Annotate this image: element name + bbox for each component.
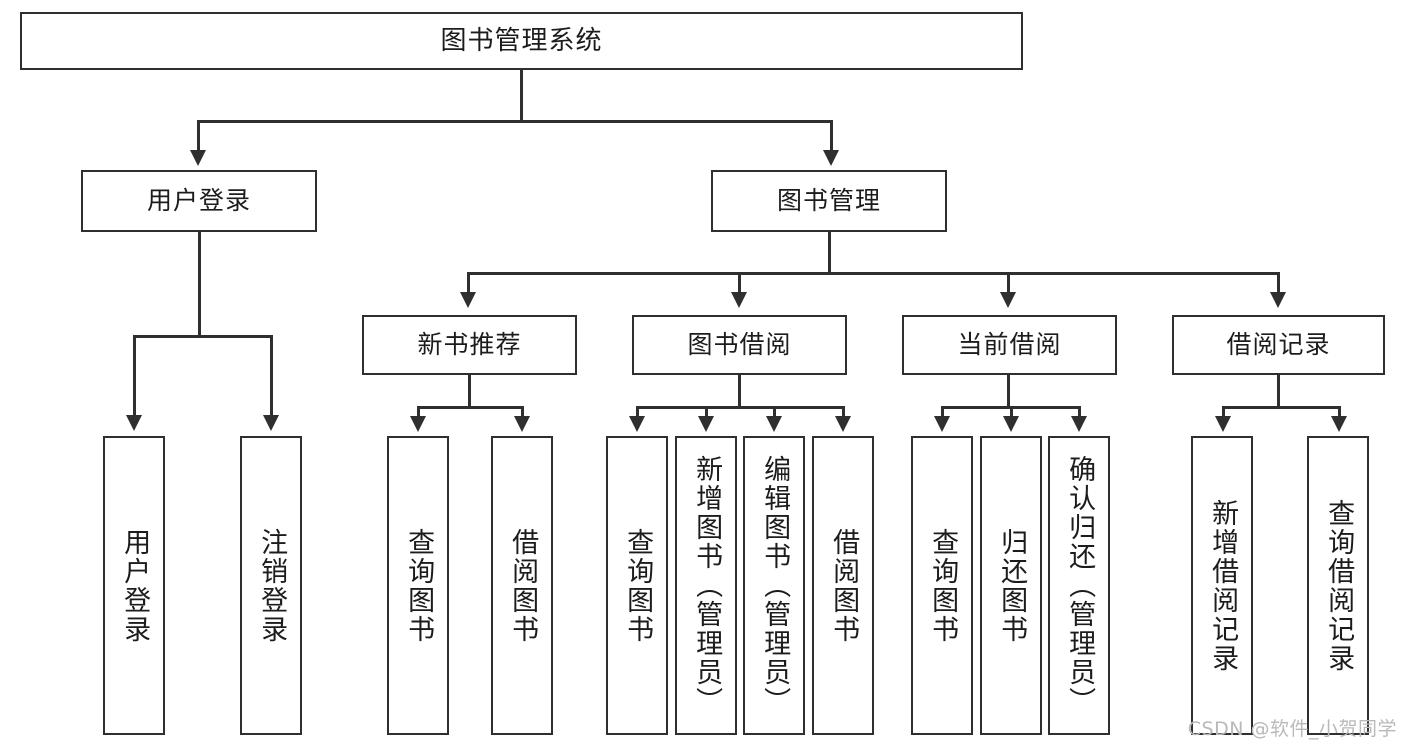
arrowhead-leaf-query-book-1 — [410, 416, 426, 432]
node-leaf-query-record[interactable]: 查询借阅记录 — [1307, 436, 1369, 735]
node-label: 新增借阅记录 — [1207, 498, 1239, 673]
arrowhead-borrow-record — [1270, 292, 1286, 308]
node-book-management-system[interactable]: 图书管理系统 — [20, 12, 1023, 70]
arrowhead-leaf-logout-login — [263, 415, 279, 431]
connector-root-stem — [520, 70, 523, 122]
node-leaf-user-login[interactable]: 用户登录 — [103, 436, 165, 735]
connector-borrow-record-stem — [1277, 375, 1280, 408]
node-label: 注销登录 — [256, 527, 288, 644]
connector-root-to-book-manage — [830, 120, 833, 152]
connector-current-borrow-drop-2 — [1010, 406, 1013, 418]
arrowhead-leaf-borrow-book-2 — [835, 416, 851, 432]
node-leaf-query-book-3[interactable]: 查询图书 — [911, 436, 973, 735]
arrowhead-leaf-user-login — [126, 415, 142, 431]
node-label: 借阅图书 — [507, 527, 539, 644]
arrowhead-leaf-query-book-3 — [934, 416, 950, 432]
connector-book-borrow-bus — [636, 406, 844, 409]
connector-root-to-user-login — [197, 120, 200, 152]
arrowhead-leaf-query-record — [1331, 416, 1347, 432]
arrowhead-leaf-confirm-return — [1071, 416, 1087, 432]
connector-book-manage-drop-2 — [738, 272, 741, 294]
arrowhead-leaf-edit-book — [766, 416, 782, 432]
node-label: 新书推荐 — [417, 330, 522, 360]
node-leaf-borrow-book-1[interactable]: 借阅图书 — [491, 436, 553, 735]
node-label: 图书管理 — [776, 186, 881, 216]
node-label: 图书管理系统 — [440, 25, 603, 56]
node-leaf-add-record[interactable]: 新增借阅记录 — [1191, 436, 1253, 735]
connector-user-login-drop-1 — [133, 335, 136, 417]
node-label: 借阅记录 — [1226, 330, 1331, 360]
node-label: 查询借阅记录 — [1323, 498, 1355, 673]
arrowhead-leaf-query-book-2 — [629, 416, 645, 432]
node-leaf-edit-book[interactable]: 编辑图书（管理员） — [743, 436, 805, 735]
node-book-borrow[interactable]: 图书借阅 — [632, 315, 847, 375]
node-leaf-borrow-book-2[interactable]: 借阅图书 — [812, 436, 874, 735]
node-leaf-return-book[interactable]: 归还图书 — [980, 436, 1042, 735]
connector-current-borrow-stem — [1007, 375, 1010, 408]
node-label: 查询图书 — [403, 527, 435, 644]
node-leaf-logout-login[interactable]: 注销登录 — [240, 436, 302, 735]
connector-borrow-record-drop-1 — [1222, 406, 1225, 418]
connector-book-manage-stem — [828, 232, 831, 274]
node-label: 编辑图书（管理员） — [759, 455, 791, 716]
node-label: 当前借阅 — [957, 330, 1062, 360]
connector-book-manage-bus — [467, 272, 1279, 275]
connector-book-manage-drop-1 — [467, 272, 470, 294]
arrowhead-new-book-recommend — [460, 292, 476, 308]
connector-book-borrow-drop-2 — [705, 406, 708, 418]
node-label: 图书借阅 — [687, 330, 792, 360]
node-label: 借阅图书 — [828, 527, 860, 644]
node-label: 归还图书 — [996, 527, 1028, 644]
arrowhead-leaf-borrow-book-1 — [514, 416, 530, 432]
connector-new-book-stem — [468, 375, 471, 408]
connector-new-book-bus — [417, 406, 523, 409]
node-new-book-recommend[interactable]: 新书推荐 — [362, 315, 577, 375]
arrowhead-leaf-add-record — [1215, 416, 1231, 432]
node-current-borrow[interactable]: 当前借阅 — [902, 315, 1117, 375]
arrowhead-leaf-return-book — [1003, 416, 1019, 432]
node-label: 查询图书 — [622, 527, 654, 644]
arrowhead-leaf-add-book — [698, 416, 714, 432]
connector-book-borrow-drop-1 — [636, 406, 639, 418]
connector-book-borrow-drop-4 — [842, 406, 845, 418]
connector-new-book-drop-1 — [417, 406, 420, 418]
node-label: 用户登录 — [119, 527, 151, 644]
connector-borrow-record-bus — [1222, 406, 1340, 409]
node-user-login[interactable]: 用户登录 — [81, 170, 317, 232]
node-leaf-confirm-return[interactable]: 确认归还（管理员） — [1048, 436, 1110, 735]
node-label: 用户登录 — [146, 186, 251, 216]
node-borrow-record[interactable]: 借阅记录 — [1172, 315, 1385, 375]
arrowhead-book-borrow — [731, 292, 747, 308]
arrowhead-user-login — [190, 150, 206, 166]
node-leaf-query-book-2[interactable]: 查询图书 — [606, 436, 668, 735]
node-leaf-add-book[interactable]: 新增图书（管理员） — [675, 436, 737, 735]
connector-current-borrow-drop-3 — [1078, 406, 1081, 418]
connector-new-book-drop-2 — [521, 406, 524, 418]
connector-book-borrow-drop-3 — [773, 406, 776, 418]
connector-user-login-drop-2 — [270, 335, 273, 417]
connector-current-borrow-drop-1 — [941, 406, 944, 418]
node-leaf-query-book-1[interactable]: 查询图书 — [387, 436, 449, 735]
connector-book-manage-drop-3 — [1007, 272, 1010, 294]
connector-borrow-record-drop-2 — [1338, 406, 1341, 418]
node-label: 确认归还（管理员） — [1064, 455, 1096, 716]
connector-book-manage-drop-4 — [1277, 272, 1280, 294]
node-book-management[interactable]: 图书管理 — [711, 170, 947, 232]
arrowhead-book-manage — [823, 150, 839, 166]
arrowhead-current-borrow — [1000, 292, 1016, 308]
connector-user-login-stem — [198, 232, 201, 337]
node-label: 查询图书 — [927, 527, 959, 644]
connector-book-borrow-stem — [738, 375, 741, 408]
connector-root-bus — [197, 120, 833, 123]
node-label: 新增图书（管理员） — [691, 455, 723, 716]
connector-user-login-bus — [133, 335, 272, 338]
